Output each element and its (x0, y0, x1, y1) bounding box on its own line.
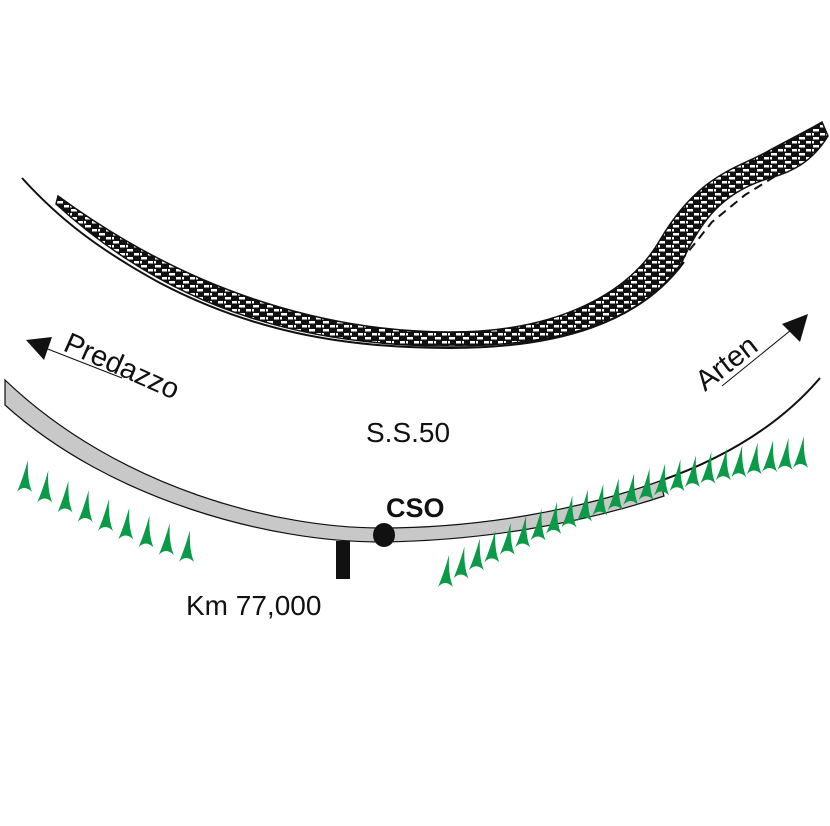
vegetation-triangle (98, 499, 113, 531)
arrow-predazzo (26, 337, 123, 379)
vegetation-triangle (638, 468, 654, 501)
vegetation (17, 436, 808, 587)
vegetation-triangle (700, 451, 716, 484)
vegetation-triangle (592, 483, 608, 516)
vegetation-triangle (179, 530, 194, 562)
vegetation-triangle (17, 460, 32, 492)
vegetation-triangle (158, 523, 174, 555)
vegetation-triangle (746, 442, 762, 475)
road-edge-line (659, 377, 821, 482)
label-predazzo: Predazzo (59, 327, 184, 406)
vegetation-triangle (499, 522, 515, 555)
vegetation-triangle (576, 489, 592, 522)
vegetation-triangle (793, 436, 808, 468)
arrow-arten (721, 314, 808, 387)
vegetation-triangle (484, 530, 500, 563)
label-cso: CSO (386, 493, 445, 523)
upper-wall-band (55, 120, 829, 347)
road-section (4, 378, 665, 543)
vegetation-triangle (453, 546, 469, 579)
cso-point (373, 523, 395, 547)
vegetation-triangle (623, 472, 639, 505)
vegetation-triangle (118, 507, 134, 540)
vegetation-triangle (515, 515, 531, 548)
vegetation-triangle (57, 480, 73, 513)
vegetation-triangle (777, 437, 793, 470)
vegetation-triangle (607, 478, 623, 511)
vegetation-triangle (438, 555, 453, 587)
vegetation-triangle (546, 501, 562, 534)
label-km: Km 77,000 (186, 590, 321, 621)
vegetation-triangle (561, 495, 577, 528)
vegetation-triangle (669, 459, 685, 492)
vegetation-triangle (138, 515, 154, 548)
km-marker (336, 541, 350, 579)
vegetation-triangle (37, 470, 53, 503)
vegetation-triangle (530, 508, 546, 541)
vegetation-triangle (654, 463, 670, 496)
vegetation-triangle (468, 538, 484, 571)
vegetation-triangle (731, 445, 747, 478)
upper-edge-line (21, 177, 685, 350)
label-road: S.S.50 (366, 417, 450, 448)
vegetation-triangle (762, 439, 778, 472)
vegetation-triangle (684, 455, 700, 488)
label-arten: Arten (690, 330, 764, 398)
vegetation-triangle (77, 490, 93, 522)
vegetation-triangle (715, 448, 731, 481)
